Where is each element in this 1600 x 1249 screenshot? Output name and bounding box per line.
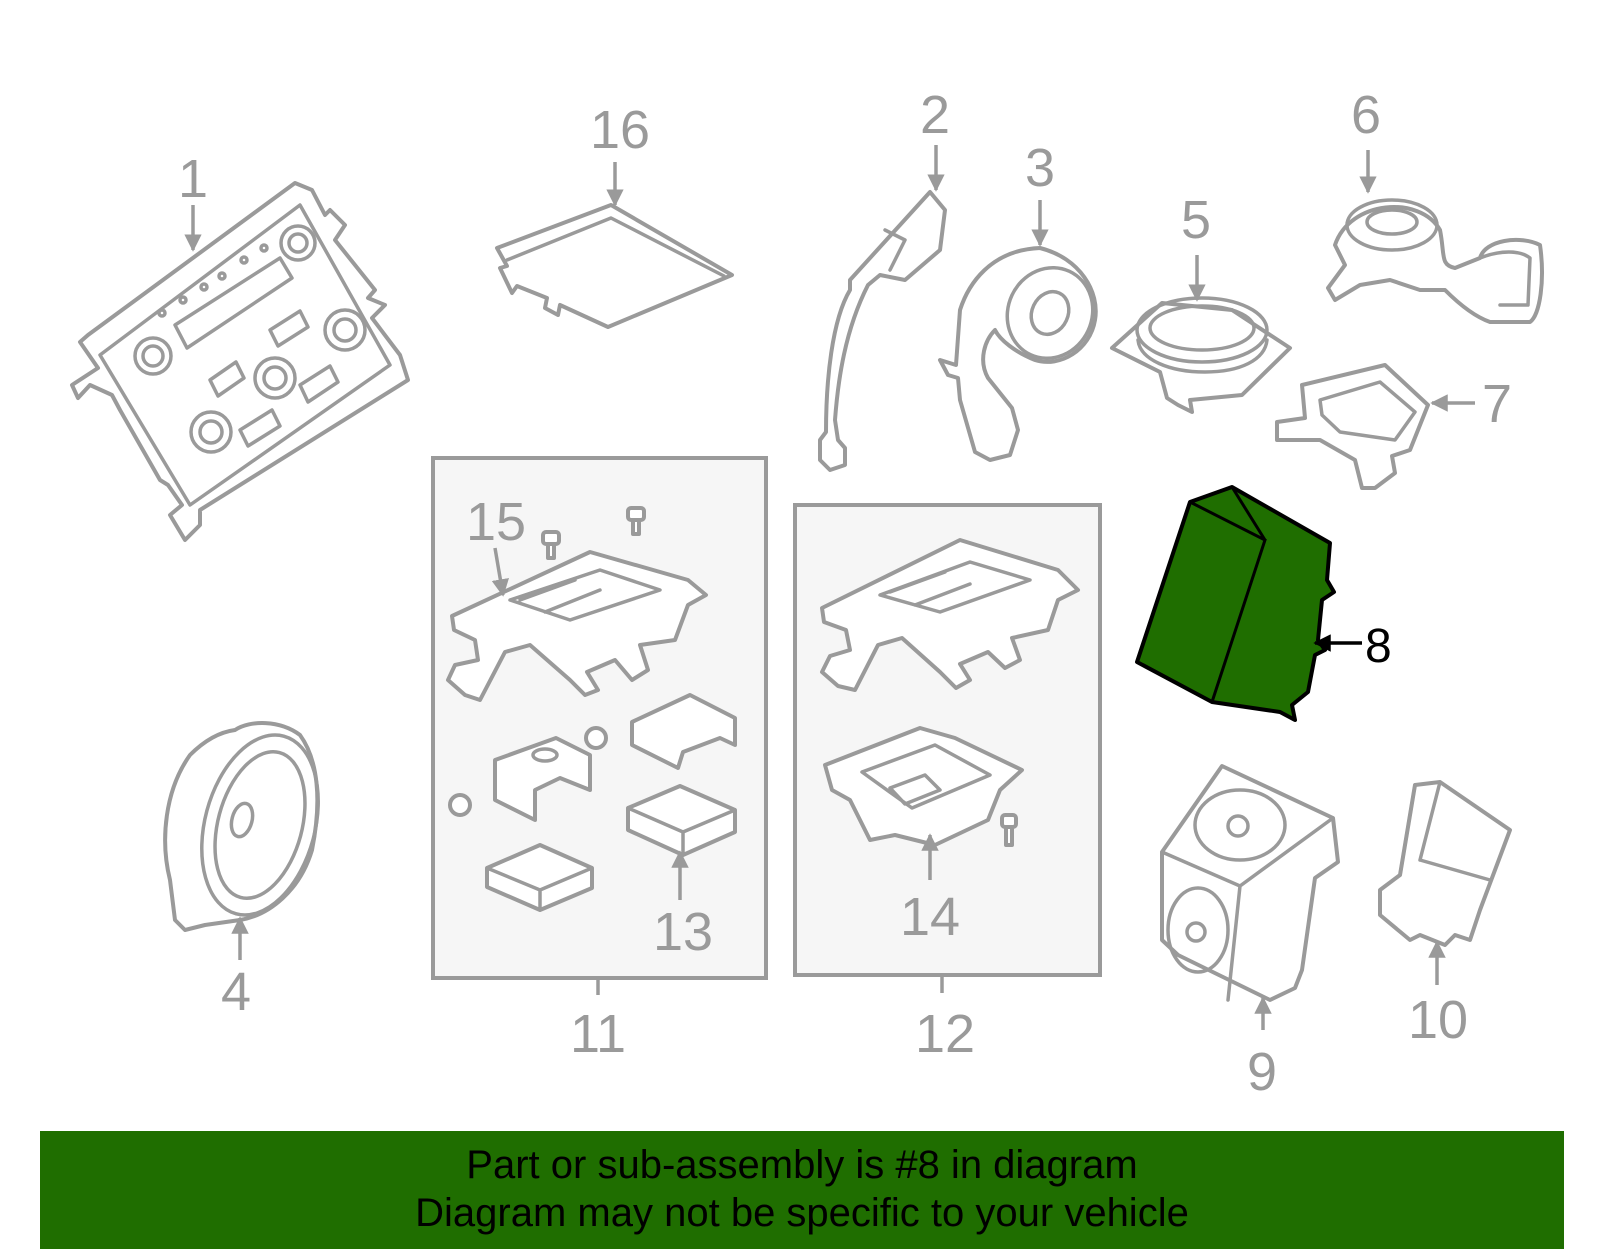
callout-9: 9	[1247, 1042, 1277, 1102]
part-7-bracket[interactable]	[1275, 363, 1430, 490]
part-8-module[interactable]	[1135, 485, 1336, 722]
banner-line-1: Part or sub-assembly is #8 in diagram	[466, 1143, 1138, 1187]
callout-15: 15	[466, 492, 526, 552]
callout-2: 2	[920, 85, 950, 145]
callout-10: 10	[1408, 990, 1468, 1050]
part-5-speaker[interactable]	[1110, 296, 1292, 414]
part-3-tweeter[interactable]	[938, 246, 1108, 462]
part-10-bracket[interactable]	[1378, 780, 1512, 947]
callout-16: 16	[590, 100, 650, 160]
callout-11: 11	[570, 1004, 626, 1064]
callout-3: 3	[1025, 138, 1055, 198]
callout-8: 8	[1365, 620, 1392, 673]
part-6-speaker-wire[interactable]	[1326, 198, 1544, 324]
part-13-bracket-set[interactable]	[485, 693, 737, 912]
callout-4: 4	[221, 962, 251, 1022]
info-banner: Part or sub-assembly is #8 in diagram Di…	[40, 1131, 1564, 1249]
part-9-subwoofer-box[interactable]	[1160, 764, 1340, 1002]
part-16-cover[interactable]	[495, 203, 734, 329]
callout-7: 7	[1482, 374, 1512, 434]
part-14-tray[interactable]	[823, 726, 1024, 847]
callout-5: 5	[1181, 190, 1211, 250]
callout-14: 14	[900, 887, 960, 947]
callout-13: 13	[653, 902, 713, 962]
banner-line-2: Diagram may not be specific to your vehi…	[415, 1191, 1189, 1235]
part-4-speaker[interactable]	[163, 721, 337, 932]
part-15-bracket[interactable]	[446, 550, 708, 702]
part-1-control-panel[interactable]	[70, 181, 410, 542]
bolt-icon	[448, 506, 646, 817]
callout-1: 1	[178, 149, 208, 209]
leader-lines	[184, 145, 1475, 1030]
callout-6: 6	[1351, 85, 1381, 145]
part-2-antenna-cable[interactable]	[818, 190, 947, 472]
callout-12: 12	[915, 1004, 975, 1064]
part-12-bracket[interactable]	[820, 538, 1080, 692]
